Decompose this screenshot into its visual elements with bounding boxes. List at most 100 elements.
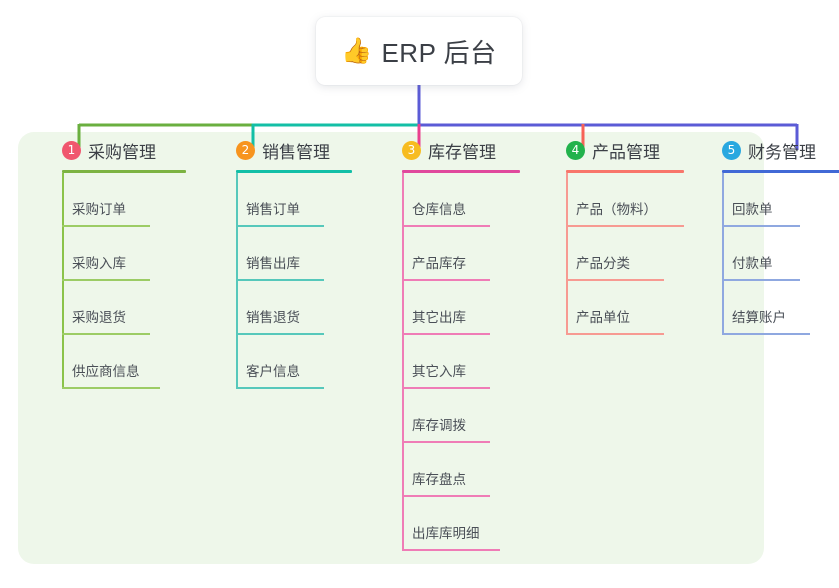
item-rule (722, 279, 800, 281)
item-rule (236, 279, 324, 281)
column-rule-inventory (402, 170, 520, 173)
item-rule (236, 387, 324, 389)
item-rule (402, 279, 490, 281)
column-badge-5: 5 (722, 140, 741, 160)
item-rule (402, 441, 490, 443)
column-items-product: 产品（物料） 产品分类 产品单位 (544, 173, 684, 335)
list-item[interactable]: 产品单位 (544, 281, 684, 335)
item-label: 产品分类 (576, 256, 630, 271)
column-badge-3: 3 (402, 140, 421, 160)
column-items-sales: 销售订单 销售出库 销售退货 客户信息 (214, 173, 352, 389)
list-item[interactable]: 供应商信息 (40, 335, 186, 389)
list-item[interactable]: 回款单 (700, 173, 839, 227)
branch-spine-finance (722, 173, 724, 335)
root-node-title: ERP 后台 (381, 37, 497, 68)
column-header-sales[interactable]: 2 销售管理 (214, 132, 352, 168)
list-item[interactable]: 结算账户 (700, 281, 839, 335)
list-item[interactable]: 库存盘点 (380, 443, 520, 497)
item-rule (62, 387, 160, 389)
list-item[interactable]: 仓库信息 (380, 173, 520, 227)
list-item[interactable]: 产品分类 (544, 227, 684, 281)
item-label: 库存调拨 (412, 418, 466, 433)
item-label: 产品单位 (576, 310, 630, 325)
item-rule (62, 225, 150, 227)
list-item[interactable]: 客户信息 (214, 335, 352, 389)
column-title-purchasing: 采购管理 (88, 142, 156, 162)
column-title-sales: 销售管理 (262, 142, 330, 162)
root-node-card[interactable]: 👍 ERP 后台 (316, 17, 522, 85)
column-badge-1: 1 (62, 140, 81, 160)
item-rule (236, 225, 324, 227)
item-label: 库存盘点 (412, 472, 466, 487)
item-rule (402, 387, 490, 389)
item-label: 销售退货 (246, 310, 300, 325)
item-label: 付款单 (732, 256, 773, 271)
list-item[interactable]: 采购退货 (40, 281, 186, 335)
item-label: 客户信息 (246, 364, 300, 379)
column-items-finance: 回款单 付款单 结算账户 (700, 173, 839, 335)
column-header-finance[interactable]: 5 财务管理 (700, 132, 839, 168)
column-sales: 2 销售管理 销售订单 销售出库 销售退货 客户信息 (214, 132, 352, 389)
item-label: 仓库信息 (412, 202, 466, 217)
list-item[interactable]: 采购订单 (40, 173, 186, 227)
column-finance: 5 财务管理 回款单 付款单 结算账户 (700, 132, 839, 335)
list-item[interactable]: 销售订单 (214, 173, 352, 227)
list-item[interactable]: 销售退货 (214, 281, 352, 335)
item-label: 供应商信息 (72, 364, 140, 379)
column-header-purchasing[interactable]: 1 采购管理 (40, 132, 186, 168)
list-item[interactable]: 采购入库 (40, 227, 186, 281)
item-rule (62, 333, 150, 335)
list-item[interactable]: 付款单 (700, 227, 839, 281)
list-item[interactable]: 其它出库 (380, 281, 520, 335)
thumbs-up-icon: 👍 (341, 36, 373, 65)
item-rule (236, 333, 324, 335)
branch-spine-inventory (402, 173, 404, 551)
item-label: 结算账户 (732, 310, 786, 325)
column-badge-4: 4 (566, 140, 585, 160)
item-label: 回款单 (732, 202, 773, 217)
list-item[interactable]: 出库库明细 (380, 497, 520, 551)
item-label: 销售订单 (246, 202, 300, 217)
item-label: 产品（物料） (576, 202, 657, 217)
column-items-purchasing: 采购订单 采购入库 采购退货 供应商信息 (40, 173, 186, 389)
columns-container: 1 采购管理 采购订单 采购入库 采购退货 供应商信 (18, 132, 839, 564)
branch-spine-product (566, 173, 568, 335)
column-title-inventory: 库存管理 (428, 142, 496, 162)
list-item[interactable]: 其它入库 (380, 335, 520, 389)
list-item[interactable]: 产品库存 (380, 227, 520, 281)
item-rule (566, 225, 684, 227)
item-label: 其它出库 (412, 310, 466, 325)
column-items-inventory: 仓库信息 产品库存 其它出库 其它入库 库存调拨 (380, 173, 520, 551)
item-rule (62, 279, 150, 281)
item-label: 采购入库 (72, 256, 126, 271)
item-label: 采购订单 (72, 202, 126, 217)
item-rule (402, 333, 490, 335)
column-title-finance: 财务管理 (748, 142, 816, 162)
column-badge-2: 2 (236, 140, 255, 160)
column-rule-purchasing (62, 170, 186, 173)
list-item[interactable]: 销售出库 (214, 227, 352, 281)
item-rule (722, 225, 800, 227)
column-product: 4 产品管理 产品（物料） 产品分类 产品单位 (544, 132, 684, 335)
item-rule (402, 225, 490, 227)
column-rule-sales (236, 170, 352, 173)
list-item[interactable]: 库存调拨 (380, 389, 520, 443)
column-rule-product (566, 170, 684, 173)
item-rule (402, 549, 500, 551)
column-header-product[interactable]: 4 产品管理 (544, 132, 684, 168)
item-rule (402, 495, 490, 497)
column-purchasing: 1 采购管理 采购订单 采购入库 采购退货 供应商信 (40, 132, 186, 389)
column-title-product: 产品管理 (592, 142, 660, 162)
item-rule (566, 279, 664, 281)
branch-spine-purchasing (62, 173, 64, 389)
branch-spine-sales (236, 173, 238, 389)
content-panel (18, 132, 764, 564)
column-header-inventory[interactable]: 3 库存管理 (380, 132, 520, 168)
item-label: 产品库存 (412, 256, 466, 271)
column-inventory: 3 库存管理 仓库信息 产品库存 其它出库 其它入库 (380, 132, 520, 551)
item-rule (566, 333, 664, 335)
item-label: 销售出库 (246, 256, 300, 271)
item-label: 采购退货 (72, 310, 126, 325)
list-item[interactable]: 产品（物料） (544, 173, 684, 227)
